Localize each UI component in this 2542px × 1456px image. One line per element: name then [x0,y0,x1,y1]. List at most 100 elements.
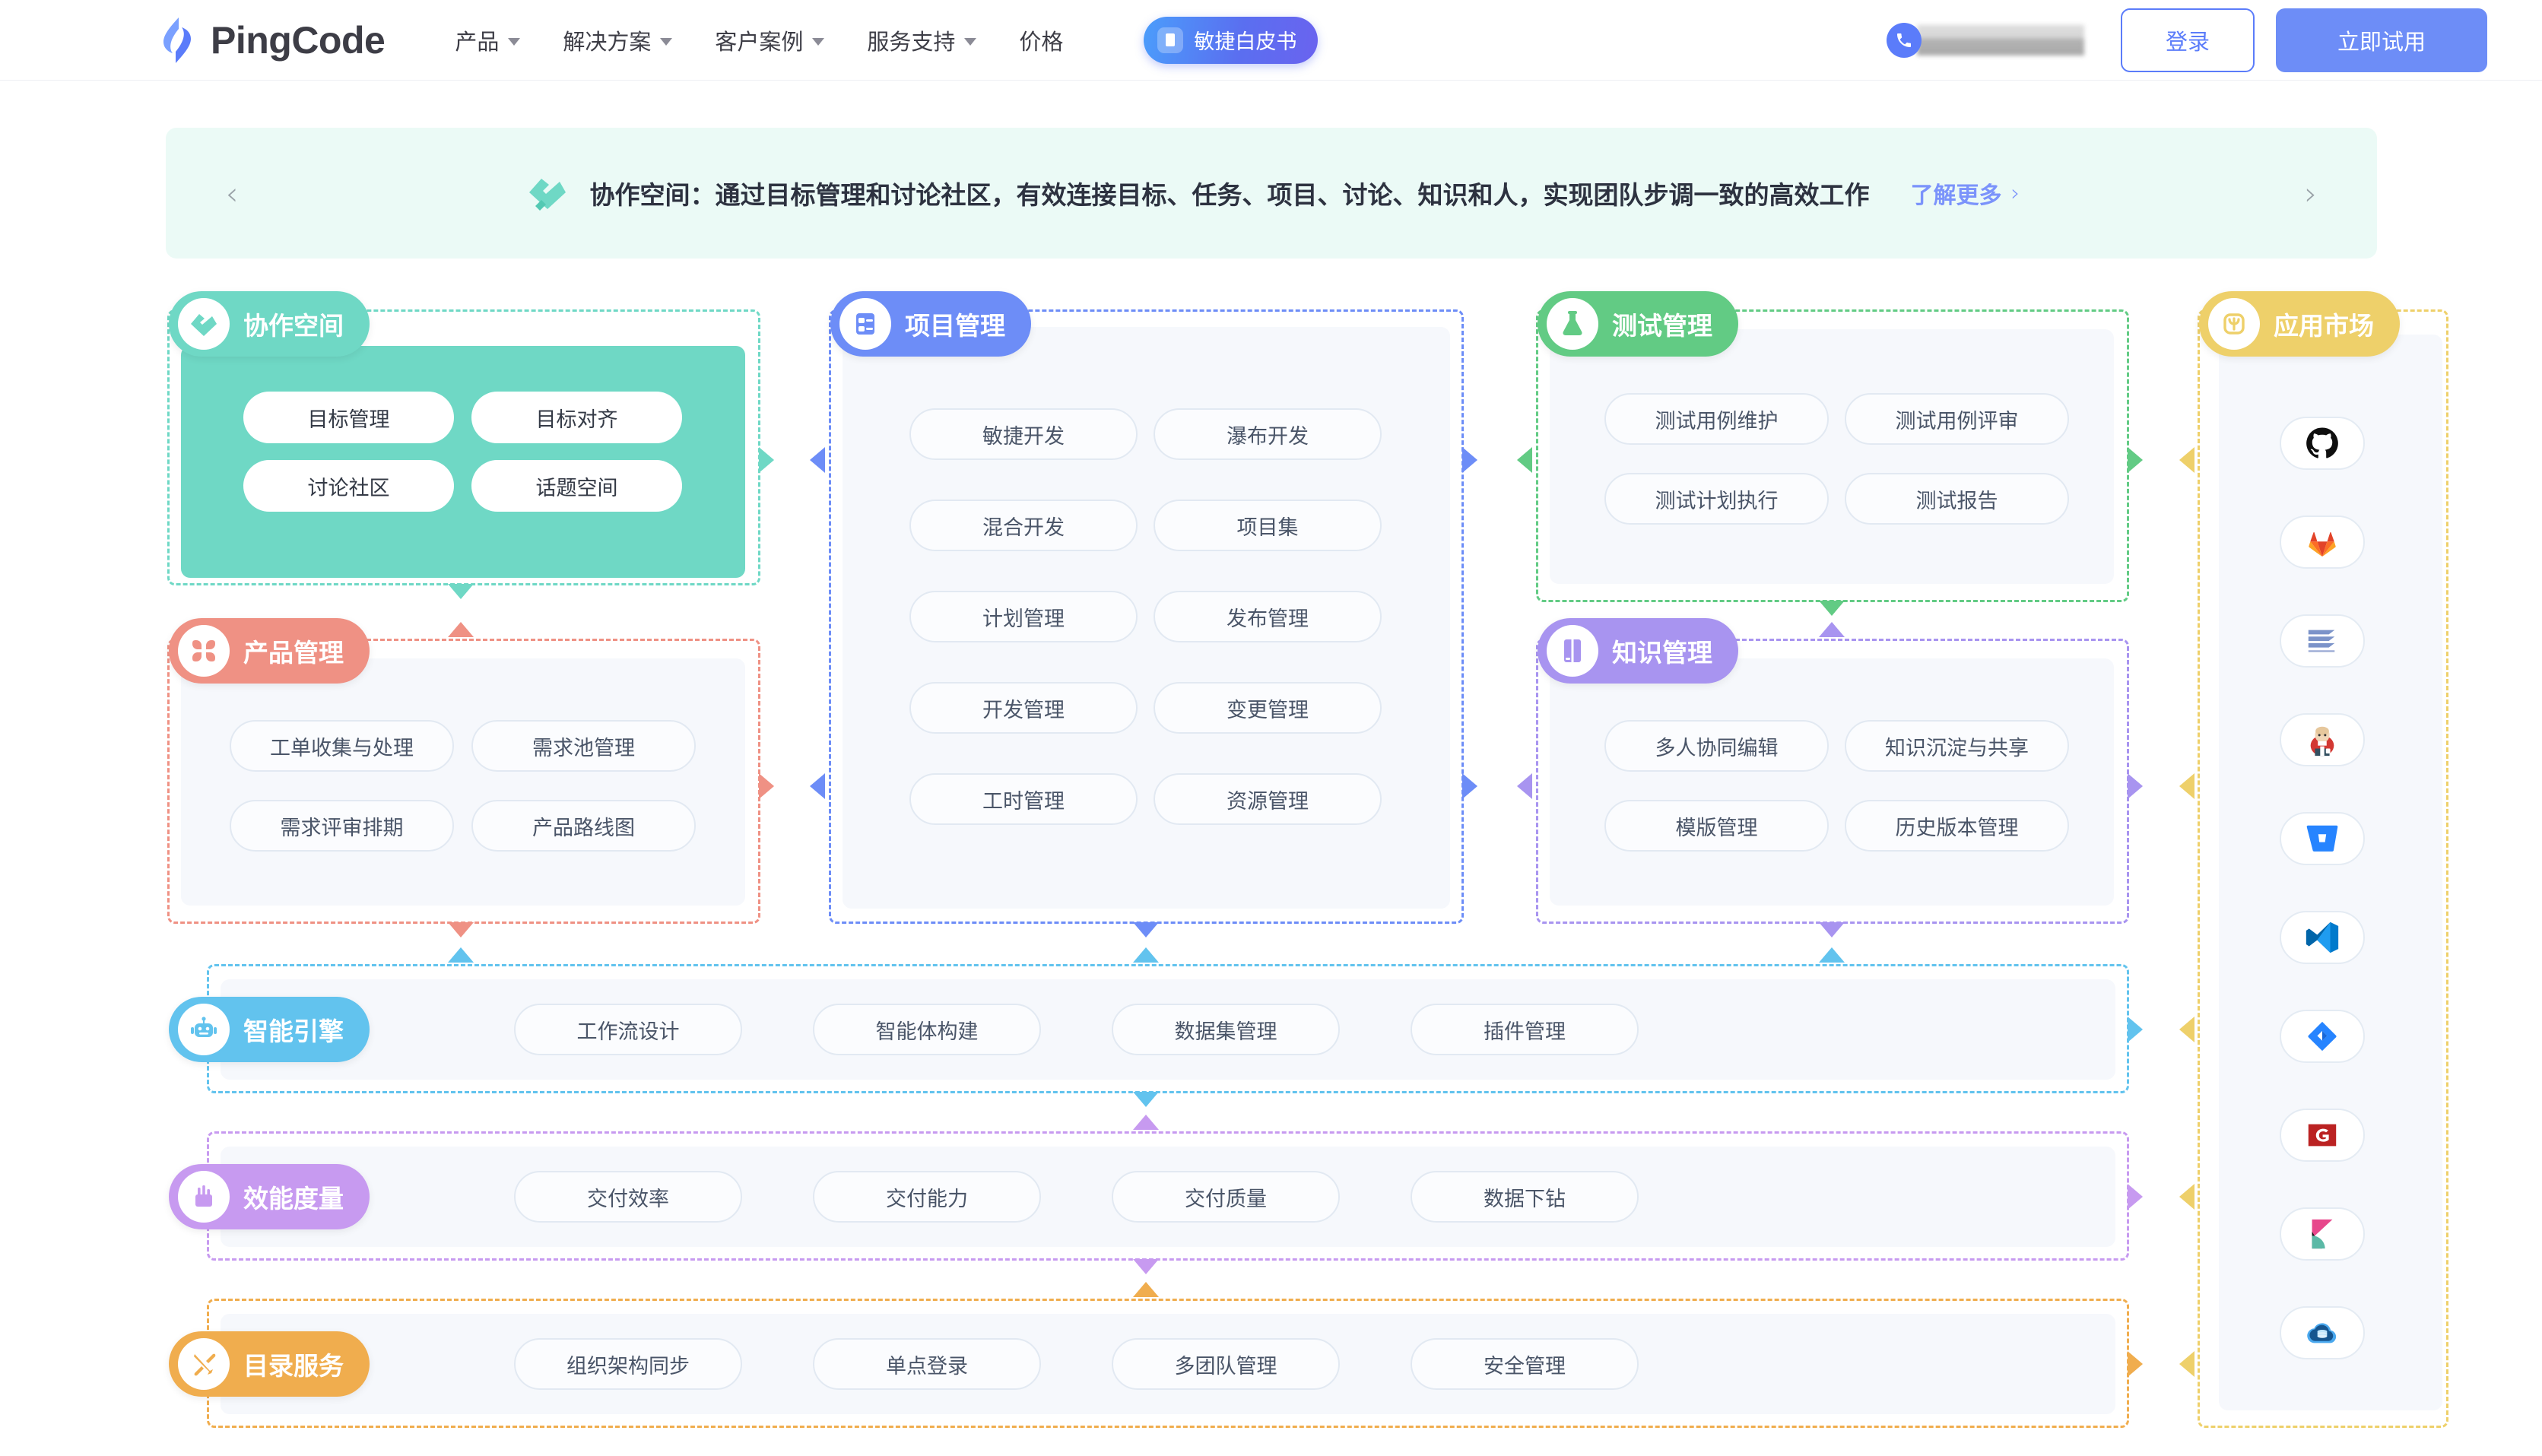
nav-label: 解决方案 [563,30,652,55]
app-item-kibana[interactable] [2280,1207,2365,1261]
book-badge-icon [1157,27,1184,53]
engine-title: 智能引擎 [243,1017,344,1045]
product-panel [181,658,745,906]
knowledge-item-0[interactable]: 多人协同编辑 [1604,720,1829,772]
engine-item-0[interactable]: 工作流设计 [514,1004,742,1055]
jira-icon [2308,1021,2337,1052]
directory-item-0[interactable]: 组织架构同步 [514,1338,742,1390]
banner-next-button[interactable]: › [2304,174,2318,212]
engine-down-arrow-icon [1133,1092,1159,1107]
app-item-gitee[interactable] [2280,1109,2365,1162]
app-item-jira[interactable] [2280,1010,2365,1063]
banner-learn-more-link[interactable]: 了解更多 › [1911,176,2020,210]
collab-title-chip[interactable]: 协作空间 [169,291,370,357]
test-title-chip[interactable]: 测试管理 [1538,291,1738,357]
product-item-3[interactable]: 产品路线图 [471,800,696,852]
knowledge-item-3[interactable]: 历史版本管理 [1845,800,2069,852]
app-item-github[interactable] [2280,417,2365,470]
product-item-0[interactable]: 工单收集与处理 [230,720,454,772]
collab-down-arrow-icon [448,584,474,599]
project-right-arrow-top-icon [1462,447,1477,473]
contact-phone[interactable] [1887,21,2084,59]
product-right-arrow-icon [759,773,774,799]
plug-icon [2208,298,2260,350]
test-item-2[interactable]: 测试计划执行 [1604,473,1829,525]
banner-text: 协作空间：通过目标管理和讨论社区，有效连接目标、任务、项目、讨论、知识和人，实现… [589,181,1870,209]
collab-title: 协作空间 [243,312,344,340]
nav-item-pricing[interactable]: 价格 [1019,24,1063,56]
test-panel [1550,329,2114,584]
bitbucket-icon [2306,825,2338,852]
nav-item-solutions[interactable]: 解决方案 [563,24,673,56]
chart-bar-icon [178,1171,230,1223]
engine-item-3[interactable]: 插件管理 [1411,1004,1639,1055]
whitepaper-button[interactable]: 敏捷白皮书 [1144,16,1319,64]
nav-label: 价格 [1019,30,1064,55]
login-button[interactable]: 登录 [2121,8,2255,72]
app-item-gitlab[interactable] [2280,515,2365,569]
nav-item-products[interactable]: 产品 [455,24,521,56]
appmarket-left-arrow-1-icon [2179,447,2194,473]
project-item-4[interactable]: 计划管理 [909,591,1138,642]
knowledge-title-chip[interactable]: 知识管理 [1538,618,1738,684]
project-item-6[interactable]: 开发管理 [909,682,1138,734]
collab-item-1[interactable]: 目标对齐 [471,392,682,443]
test-item-3[interactable]: 测试报告 [1845,473,2069,525]
app-item-vscode[interactable] [2280,911,2365,964]
project-item-1[interactable]: 瀑布开发 [1154,408,1382,460]
product-title-chip[interactable]: 产品管理 [169,618,370,684]
project-item-0[interactable]: 敏捷开发 [909,408,1138,460]
collab-item-2[interactable]: 讨论社区 [243,460,454,512]
chevron-down-icon [964,37,977,46]
directory-item-2[interactable]: 多团队管理 [1112,1338,1340,1390]
appmarket-left-arrow-5-icon [2179,1351,2194,1377]
directory-title-chip[interactable]: 目录服务 [169,1331,370,1397]
test-right-arrow-icon [2128,447,2143,473]
appmarket-title-chip[interactable]: 应用市场 [2199,291,2400,357]
brand-logo[interactable]: PingCode [156,17,386,64]
free-trial-button[interactable]: 立即试用 [2276,8,2487,72]
phone-number-redacted [1917,21,2084,59]
nav-item-cases[interactable]: 客户案例 [715,24,825,56]
metrics-item-2[interactable]: 交付质量 [1112,1171,1340,1223]
engine-item-1[interactable]: 智能体构建 [813,1004,1041,1055]
project-item-7[interactable]: 变更管理 [1154,682,1382,734]
subversion-icon [2308,630,2335,652]
metrics-item-0[interactable]: 交付效率 [514,1171,742,1223]
knowledge-item-2[interactable]: 模版管理 [1604,800,1829,852]
product-item-1[interactable]: 需求池管理 [471,720,696,772]
header-actions: 登录 立即试用 [1887,8,2487,72]
app-item-bitbucket[interactable] [2280,812,2365,865]
nav-label: 产品 [455,30,500,55]
metrics-title-chip[interactable]: 效能度量 [169,1164,370,1229]
banner-prev-button[interactable]: ‹ [225,174,239,212]
project-item-2[interactable]: 混合开发 [909,500,1138,551]
directory-up-arrow-icon [1133,1282,1159,1297]
collab-item-3[interactable]: 话题空间 [471,460,682,512]
product-title: 产品管理 [243,639,344,667]
appmarket-left-arrow-2-icon [2179,773,2194,799]
app-item-subversion[interactable] [2280,614,2365,668]
project-title-chip[interactable]: 项目管理 [830,291,1031,357]
project-item-8[interactable]: 工时管理 [909,773,1138,825]
robot-icon [178,1004,230,1055]
directory-item-3[interactable]: 安全管理 [1411,1338,1639,1390]
metrics-item-3[interactable]: 数据下钻 [1411,1171,1639,1223]
project-item-9[interactable]: 资源管理 [1154,773,1382,825]
app-item-jenkins[interactable] [2280,713,2365,766]
appmarket-left-arrow-4-icon [2179,1184,2194,1210]
product-item-2[interactable]: 需求评审排期 [230,800,454,852]
directory-item-1[interactable]: 单点登录 [813,1338,1041,1390]
engine-item-2[interactable]: 数据集管理 [1112,1004,1340,1055]
collab-item-0[interactable]: 目标管理 [243,392,454,443]
test-item-0[interactable]: 测试用例维护 [1604,393,1829,445]
project-item-5[interactable]: 发布管理 [1154,591,1382,642]
knowledge-item-1[interactable]: 知识沉淀与共享 [1845,720,2069,772]
test-item-1[interactable]: 测试用例评审 [1845,393,2069,445]
app-item-cloud-database[interactable] [2280,1306,2365,1359]
clover-icon [178,625,230,677]
project-item-3[interactable]: 项目集 [1154,500,1382,551]
nav-item-support[interactable]: 服务支持 [867,24,977,56]
metrics-item-1[interactable]: 交付能力 [813,1171,1041,1223]
engine-title-chip[interactable]: 智能引擎 [169,997,370,1062]
